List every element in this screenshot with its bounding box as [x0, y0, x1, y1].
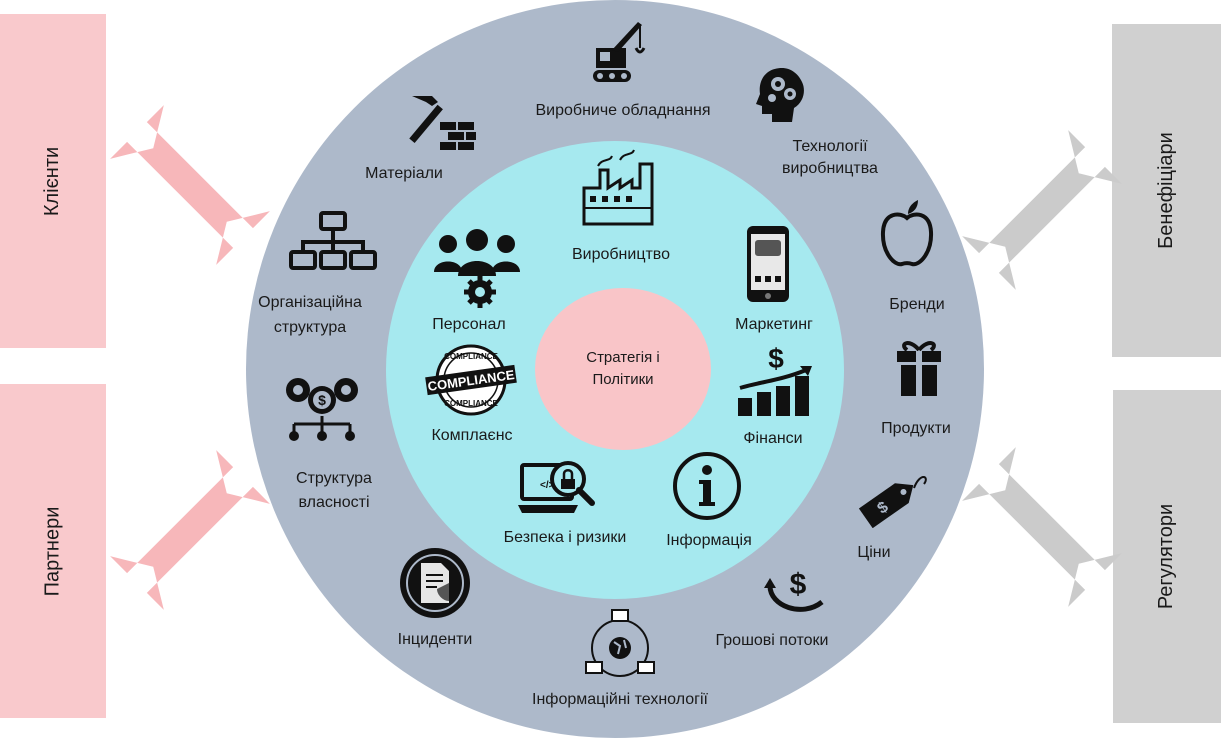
core-line-1: Стратегія і [586, 349, 660, 366]
hammer-bricks-icon [409, 96, 476, 150]
info-icon [673, 452, 741, 520]
apple-icon [880, 200, 934, 267]
gift-icon [897, 341, 941, 396]
partners-box: Партнери [0, 384, 106, 718]
information-label: Інформація [666, 532, 752, 549]
laptop-lock-icon: </> [518, 461, 595, 513]
incident-document-icon [400, 548, 470, 618]
crane-icon [593, 22, 646, 82]
production-label: Виробництво [571, 246, 671, 263]
dollar-bars-icon: $ [738, 343, 812, 416]
clients-box: Клієнти [0, 14, 106, 348]
gears-ownership-icon: $ [286, 378, 358, 441]
strategy-core: Стратегія і Політики [535, 288, 711, 450]
org-structure-label-1: Організаційна [258, 294, 362, 311]
price-tag-icon: $ [858, 476, 927, 528]
personnel-label: Персонал [432, 316, 506, 333]
compliance-stamp-small-top: COMPLIANCE [444, 352, 498, 361]
prices-label: Ціни [857, 544, 891, 561]
materials-label: Матеріали [365, 165, 443, 182]
technology-label-1: Технології [792, 138, 868, 155]
compliance-stamp-icon: COMPLIANCE COMPLIANCE COMPLIANCE [425, 344, 517, 416]
it-label: Інформаційні технології [532, 691, 708, 708]
svg-text:$: $ [768, 343, 784, 374]
core-line-2: Політики [592, 371, 654, 388]
brands-label: Бренди [889, 296, 945, 313]
regulators-box: Регулятори [1113, 390, 1221, 723]
cashflow-icon: $ [764, 568, 824, 612]
svg-text:$: $ [318, 392, 326, 408]
marketing-label: Маркетинг [735, 316, 813, 333]
org-chart-icon [289, 211, 377, 270]
compliance-stamp-small-bottom: COMPLIANCE [444, 399, 498, 408]
smartphone-icon [747, 226, 789, 302]
head-gears-icon [756, 68, 804, 122]
finance-label: Фінанси [743, 430, 803, 447]
regulators-arrow [962, 447, 1122, 607]
svg-text:$: $ [790, 568, 807, 601]
ownership-label-2: власності [298, 494, 370, 511]
products-label: Продукти [881, 420, 951, 437]
network-globe-icon [585, 609, 655, 677]
security-label: Безпека і ризики [503, 529, 627, 546]
factory-icon [582, 149, 654, 226]
cashflow-label: Грошові потоки [715, 632, 829, 649]
ownership-label-1: Структура [296, 470, 372, 487]
beneficiaries-box: Бенефіціари [1112, 24, 1221, 357]
equipment-label: Виробниче обладнання [535, 102, 711, 119]
clients-arrow [110, 105, 270, 265]
people-gear-icon [434, 229, 520, 308]
org-structure-label-2: структура [273, 319, 347, 336]
partners-arrow [110, 450, 270, 610]
incidents-label: Інциденти [397, 631, 473, 648]
svg-text:</>: </> [540, 480, 555, 491]
compliance-label: Комплаєнс [431, 427, 513, 444]
beneficiaries-arrow [962, 130, 1122, 290]
technology-label-2: виробництва [782, 160, 878, 177]
